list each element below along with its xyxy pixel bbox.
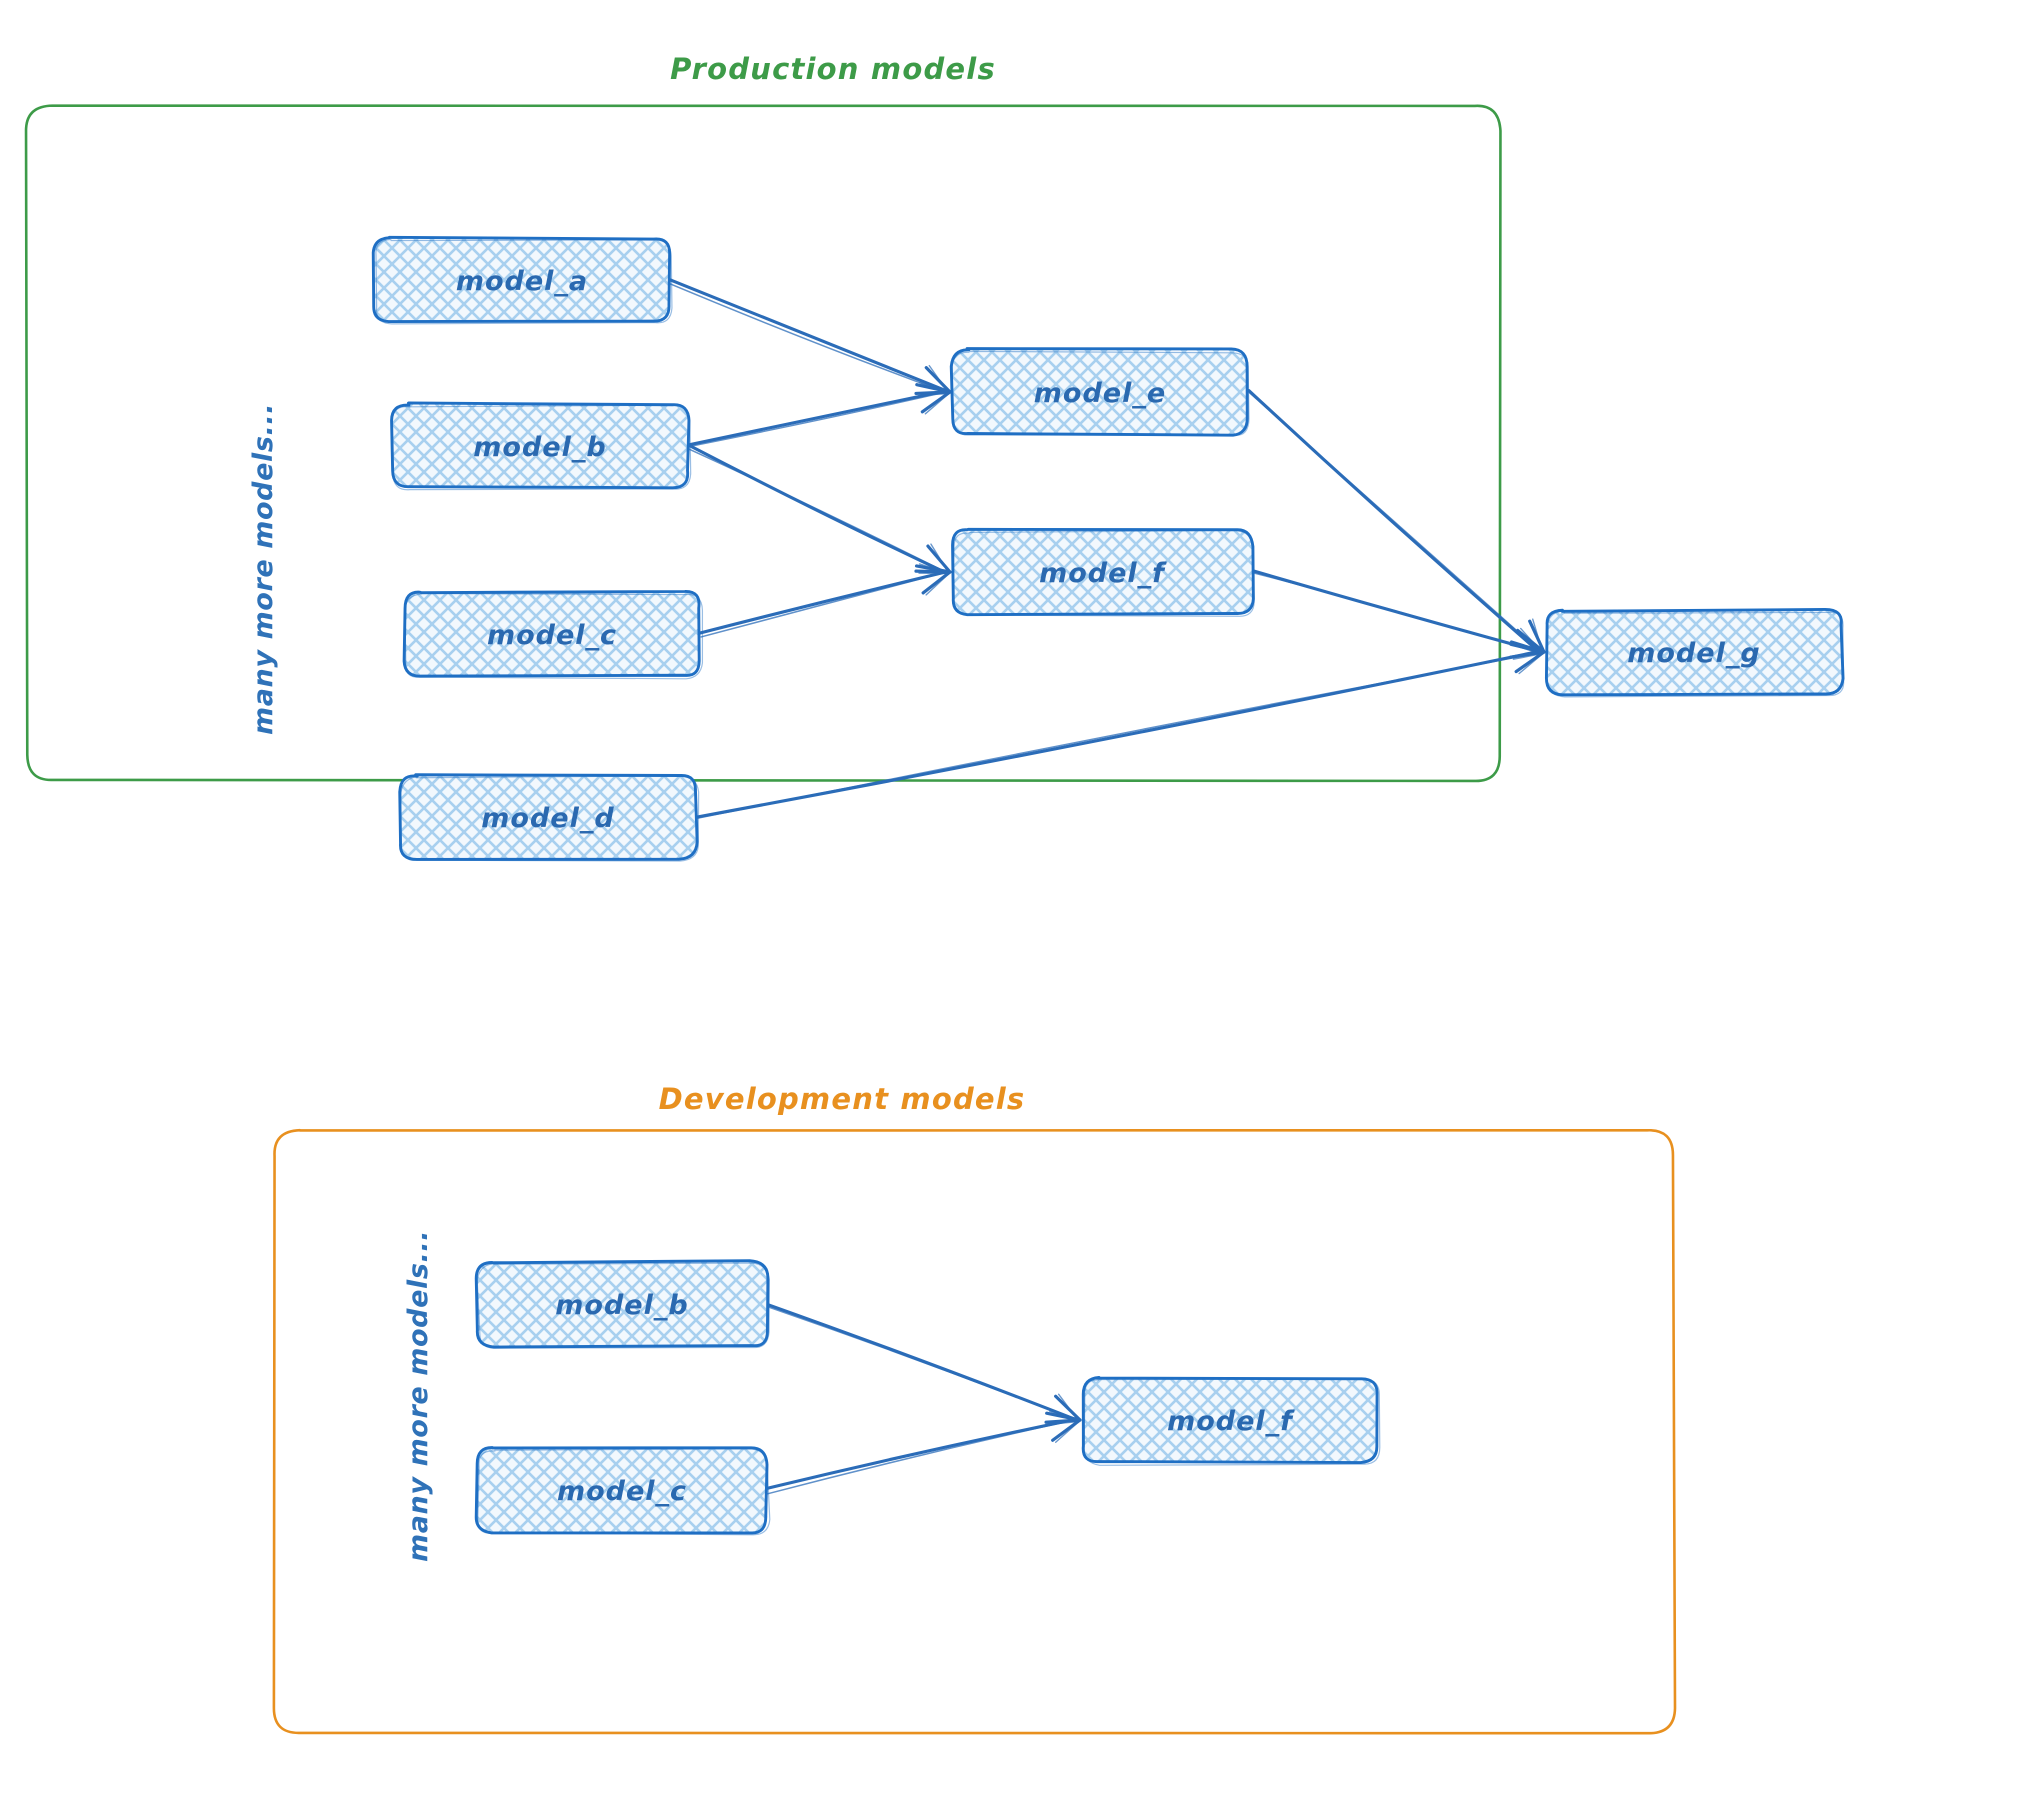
production-many-more-models-label: many more models... (248, 402, 279, 735)
node-label: model_f (1167, 1406, 1295, 1437)
node-label: model_c (487, 620, 617, 651)
node-model_e[interactable]: model_e (949, 347, 1250, 437)
node-dev_model_f[interactable]: model_f (1081, 1375, 1381, 1466)
production-group-container (24, 104, 1502, 783)
production-group-title: Production models (670, 52, 996, 86)
edge-dev_model_b-to-dev_model_f (764, 1302, 1082, 1425)
nodes-layer: model_a model_b model_c model_d model_emodel… (371, 235, 1845, 1536)
node-label: model_e (1034, 378, 1166, 409)
node-label: model_f (1039, 558, 1167, 589)
node-model_g[interactable]: model_g (1544, 608, 1845, 698)
edge-model_a-to-model_e (668, 278, 952, 397)
edge-dev_model_c-to-dev_model_f (765, 1410, 1082, 1495)
edge-model_c-to-model_f (698, 563, 952, 638)
node-model_c[interactable]: model_c (402, 589, 704, 680)
node-model_f[interactable]: model_f (951, 527, 1255, 617)
edge-model_b-to-model_f (685, 442, 952, 575)
edge-model_b-to-model_e (687, 381, 952, 448)
node-label: model_g (1627, 638, 1760, 669)
node-model_a[interactable]: model_a (371, 235, 673, 325)
node-label: model_c (557, 1476, 687, 1507)
node-label: model_a (456, 266, 588, 297)
development-many-more-models-label: many more models... (403, 1229, 434, 1562)
node-dev_model_c[interactable]: model_c (474, 1446, 771, 1536)
node-label: model_b (473, 432, 606, 463)
node-dev_model_b[interactable]: model_b (474, 1259, 770, 1349)
development-group-container (272, 1128, 1677, 1735)
edge-model_d-to-model_g (694, 641, 1546, 820)
node-label: model_d (481, 803, 614, 834)
node-model_d[interactable]: model_d (398, 773, 700, 862)
node-label: model_b (555, 1290, 688, 1321)
node-model_b[interactable]: model_b (390, 401, 692, 491)
edges-layer (24, 104, 1677, 1735)
development-group-title: Development models (658, 1082, 1026, 1116)
